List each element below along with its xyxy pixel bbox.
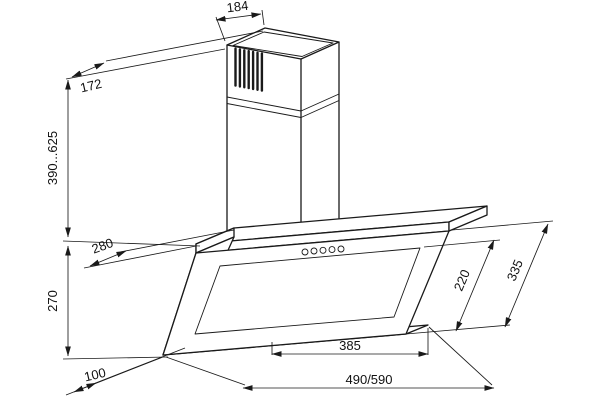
dim-label-chimney-depth: 172 bbox=[79, 76, 104, 95]
chimney-top-opening bbox=[232, 31, 334, 57]
dim-overall-width: 490/590 bbox=[165, 326, 495, 391]
dim-label-overall-width: 490/590 bbox=[346, 372, 393, 387]
inner-glass-border bbox=[194, 247, 421, 335]
vent-grille bbox=[234, 47, 264, 92]
chimney-duct bbox=[226, 27, 340, 244]
dim-label-inner-width: 385 bbox=[339, 338, 361, 353]
dim-label-front-height: 270 bbox=[45, 290, 60, 312]
telescopic-seam bbox=[226, 93, 340, 118]
control-buttons bbox=[301, 245, 345, 256]
dim-label-top-depth: 280 bbox=[90, 235, 116, 257]
dim-front-height: 270 bbox=[45, 245, 169, 360]
dim-label-bottom-depth: 100 bbox=[83, 365, 108, 384]
dim-inner-width: 385 bbox=[271, 328, 429, 357]
dim-top-depth: 280 bbox=[83, 229, 235, 269]
dim-chimney-width: 184 bbox=[215, 0, 265, 42]
dim-label-panel-length: 335 bbox=[504, 257, 526, 283]
top-slab-right-face bbox=[448, 205, 488, 232]
dim-bottom-depth: 100 bbox=[65, 347, 186, 396]
dim-chimney-height-range: 390...625 bbox=[45, 79, 201, 247]
dim-chimney-depth: 172 bbox=[65, 30, 264, 95]
dim-label-glass-length: 220 bbox=[451, 267, 473, 293]
dim-label-chimney-width: 184 bbox=[226, 0, 249, 15]
hood-lower-body bbox=[162, 230, 450, 356]
dim-label-chimney-height-range: 390...625 bbox=[45, 131, 60, 185]
